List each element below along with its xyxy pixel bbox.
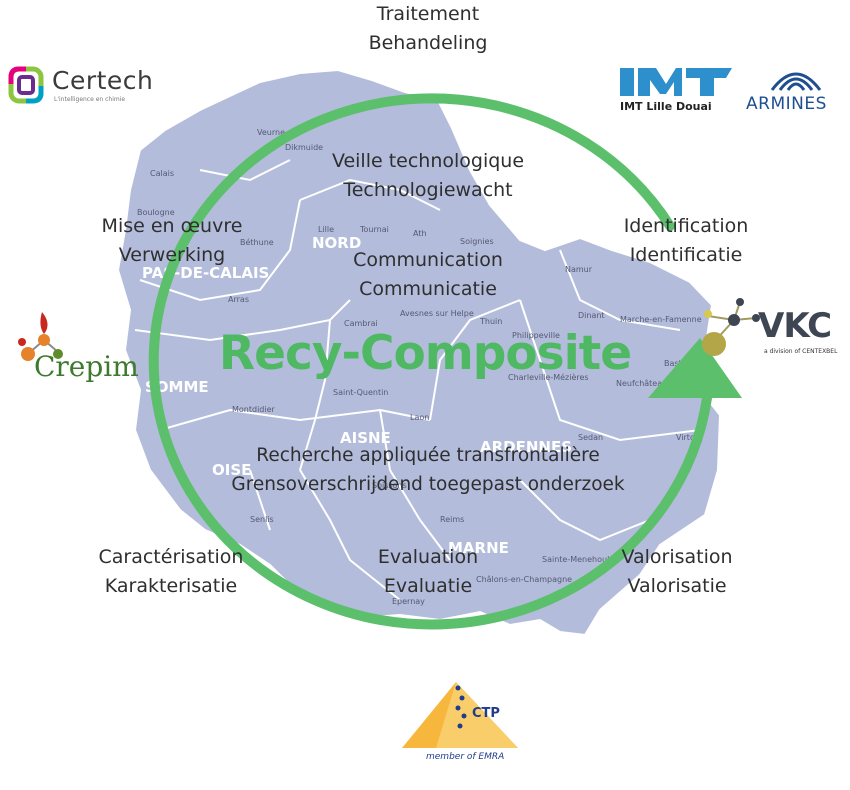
label-valorisation: Valorisation Valorisatie — [600, 543, 754, 601]
town-label: Sainte-Menehould — [542, 555, 614, 564]
vkc-name: VKC — [758, 306, 832, 346]
diagram-title: Recy-Composite — [218, 326, 632, 381]
label-nl: Grensoverschrijdend toegepast onderzoek — [231, 474, 625, 495]
armines-arc-icon — [770, 72, 822, 91]
label-caracterisation: Caractérisation Karakterisatie — [76, 543, 266, 601]
cycle-arrowhead — [648, 338, 742, 398]
town-label: Calais — [150, 169, 174, 178]
imt-emblem-icon — [620, 68, 732, 96]
label-fr: Recherche appliquée transfrontalière — [256, 445, 600, 466]
vkc-logo: VKC a division of CENTEXBEL — [700, 296, 848, 364]
label-fr: Traitement — [376, 3, 480, 25]
town-label: Tournai — [359, 225, 389, 234]
label-nl: Karakterisatie — [104, 575, 238, 597]
label-nl: Communicatie — [359, 278, 497, 300]
certech-emblem-icon — [8, 66, 44, 104]
town-label: Dinant — [578, 311, 605, 320]
ctp-tagline: member of EMRA — [426, 752, 505, 762]
armines-logo: ARMINES — [746, 60, 846, 116]
crepim-logo: Crepim — [10, 310, 146, 394]
region-label: OISE — [212, 461, 251, 479]
label-recherche: Recherche appliquée transfrontalière Gre… — [190, 441, 666, 499]
certech-tagline: L'intelligence en chimie — [54, 96, 126, 103]
label-fr: Veille technologique — [331, 150, 525, 172]
certech-name: Certech — [52, 66, 154, 95]
town-label: Senlis — [250, 515, 274, 524]
certech-logo: Certech L'intelligence en chimie — [8, 64, 158, 106]
department-borders — [134, 159, 701, 601]
ctp-logo: CTP member of EMRA — [400, 680, 530, 764]
town-label: Thuin — [479, 317, 502, 326]
town-label: Namur — [565, 265, 593, 274]
label-nl: Behandeling — [368, 32, 488, 54]
town-label: Epernay — [392, 597, 425, 606]
town-label: Sedan — [578, 433, 603, 442]
town-label: Montdidier — [232, 405, 276, 414]
region-label: SOMME — [145, 378, 209, 396]
ctp-triangle-icon — [402, 682, 518, 748]
label-fr: Evaluation — [377, 546, 479, 568]
town-label: Neufchâteau — [616, 379, 667, 388]
label-nl: Valorisatie — [627, 575, 727, 597]
town-label: Béthune — [240, 237, 274, 247]
town-label: Ath — [413, 229, 427, 238]
region-label: MARNE — [448, 539, 509, 557]
label-nl: Evaluatie — [383, 575, 473, 597]
town-label: Charleville-Mézières — [508, 372, 589, 382]
label-veille: Veille technologique Technologiewacht — [293, 147, 563, 205]
region-label: NORD — [312, 234, 361, 252]
vkc-molecule-icon — [702, 298, 760, 356]
cycle-ring — [148, 93, 712, 630]
town-label: Soissons — [372, 481, 407, 490]
ctp-name: CTP — [472, 706, 500, 721]
armines-name: ARMINES — [746, 94, 827, 114]
label-identification: Identification Identificatie — [598, 212, 774, 270]
town-label: Avesnes sur Helpe — [400, 309, 474, 318]
town-label: Soignies — [460, 237, 494, 246]
map-landmass — [116, 68, 722, 637]
town-label: Laon — [410, 413, 429, 422]
label-fr: Communication — [353, 249, 503, 271]
town-label: Virton — [676, 433, 700, 442]
region-label: ARDENNES — [480, 438, 572, 456]
region-label: AISNE — [340, 429, 391, 447]
crepim-name: Crepim — [34, 350, 139, 383]
town-label: Châlons-en-Champagne — [476, 575, 572, 584]
label-fr: Identification — [623, 215, 749, 237]
label-nl: Identificatie — [629, 244, 743, 266]
town-label: Boulogne — [137, 208, 175, 217]
town-label: Reims — [440, 515, 464, 524]
town-label: Marche-en-Famenne — [620, 315, 702, 324]
label-communication: Communication Communicatie — [318, 246, 538, 304]
town-label: Philippeville — [512, 331, 560, 340]
label-fr: Caractérisation — [98, 546, 244, 568]
label-evaluation: Evaluation Evaluatie — [358, 543, 498, 601]
town-label: Cambrai — [344, 319, 378, 328]
label-nl: Verwerking — [118, 244, 226, 266]
crepim-molecule-icon — [18, 312, 63, 361]
town-label: Dikmuide — [285, 143, 323, 152]
vkc-tagline: a division of CENTEXBEL — [764, 348, 838, 355]
label-nl: Technologiewacht — [343, 179, 513, 201]
town-label: Veurne — [257, 128, 285, 137]
town-label: Arras — [228, 295, 249, 304]
town-label: Saint-Quentin — [333, 388, 388, 397]
map-region-labels: NORD PAS-DE-CALAIS SOMME AISNE OISE ARDE… — [142, 234, 572, 557]
town-label: Lille — [318, 225, 334, 234]
imt-logo: IMT Lille Douai — [614, 66, 738, 116]
label-fr: Mise en œuvre — [101, 215, 243, 237]
imt-name: IMT Lille Douai — [620, 100, 712, 113]
label-fr: Valorisation — [621, 546, 733, 568]
label-traitement: Traitement Behandeling — [328, 0, 528, 58]
label-mise-en-oeuvre: Mise en œuvre Verwerking — [80, 212, 264, 270]
